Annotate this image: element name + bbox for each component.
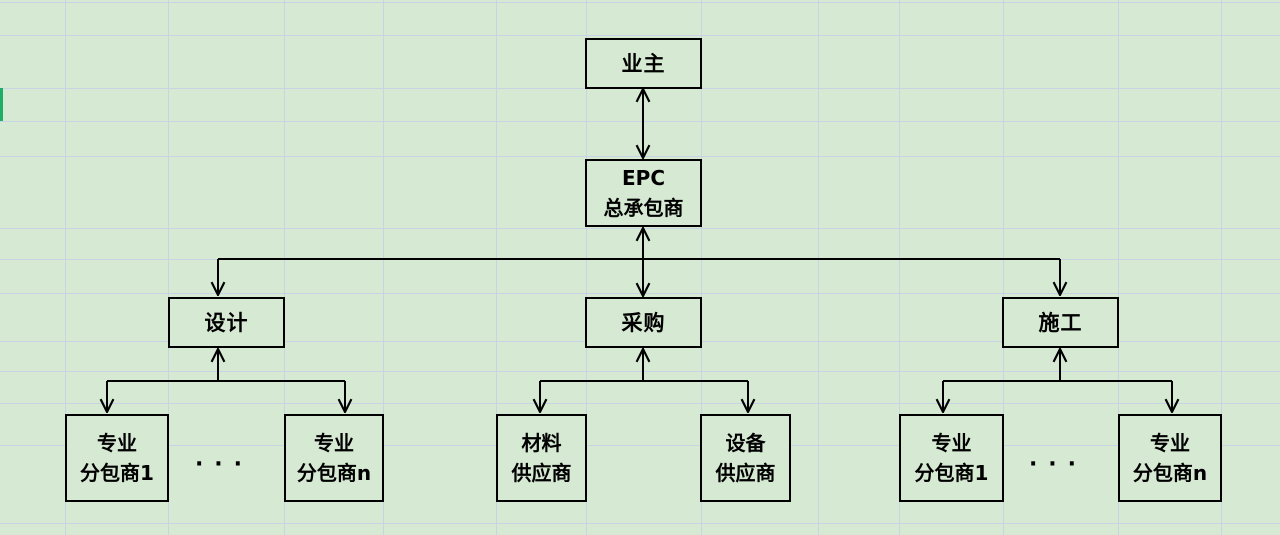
node-label-line2: 供应商 (511, 461, 572, 485)
node-design-subcontractor-n[interactable]: 专业 分包商n (284, 414, 384, 502)
node-label-line2: 分包商n (1132, 461, 1208, 485)
node-construction-label: 施工 (1038, 310, 1083, 335)
node-epc-label-line1: EPC (622, 166, 665, 190)
node-label-line1: 专业 (931, 431, 972, 455)
node-label-line2: 供应商 (715, 461, 776, 485)
node-construction[interactable]: 施工 (1002, 297, 1119, 348)
node-owner-label: 业主 (621, 51, 666, 76)
row-indicator-bar (0, 88, 3, 121)
node-epc-contractor[interactable]: EPC 总承包商 (585, 159, 702, 227)
node-label-line2: 分包商1 (80, 461, 154, 485)
node-material-supplier[interactable]: 材料 供应商 (496, 414, 587, 502)
node-design[interactable]: 设计 (168, 297, 285, 348)
node-label-line1: 专业 (314, 431, 354, 455)
node-design-subcontractor-1[interactable]: 专业 分包商1 (65, 414, 169, 502)
node-construction-subcontractor-n[interactable]: 专业 分包商n (1118, 414, 1222, 502)
node-owner[interactable]: 业主 (585, 38, 702, 89)
node-label-line1: 材料 (521, 431, 562, 455)
ellipsis-left: ··· (194, 452, 254, 477)
node-label-line1: 设备 (725, 431, 766, 455)
ellipsis-right: ··· (1028, 452, 1088, 477)
node-procurement-label: 采购 (621, 310, 666, 335)
node-label-line2: 分包商n (296, 461, 372, 485)
node-equipment-supplier[interactable]: 设备 供应商 (700, 414, 791, 502)
node-epc-label-line2: 总承包商 (603, 196, 684, 220)
node-procurement[interactable]: 采购 (585, 297, 702, 348)
node-label-line1: 专业 (97, 431, 137, 455)
node-label-line2: 分包商1 (914, 461, 989, 485)
node-label-line1: 专业 (1150, 431, 1190, 455)
node-design-label: 设计 (204, 310, 249, 335)
node-construction-subcontractor-1[interactable]: 专业 分包商1 (899, 414, 1004, 502)
